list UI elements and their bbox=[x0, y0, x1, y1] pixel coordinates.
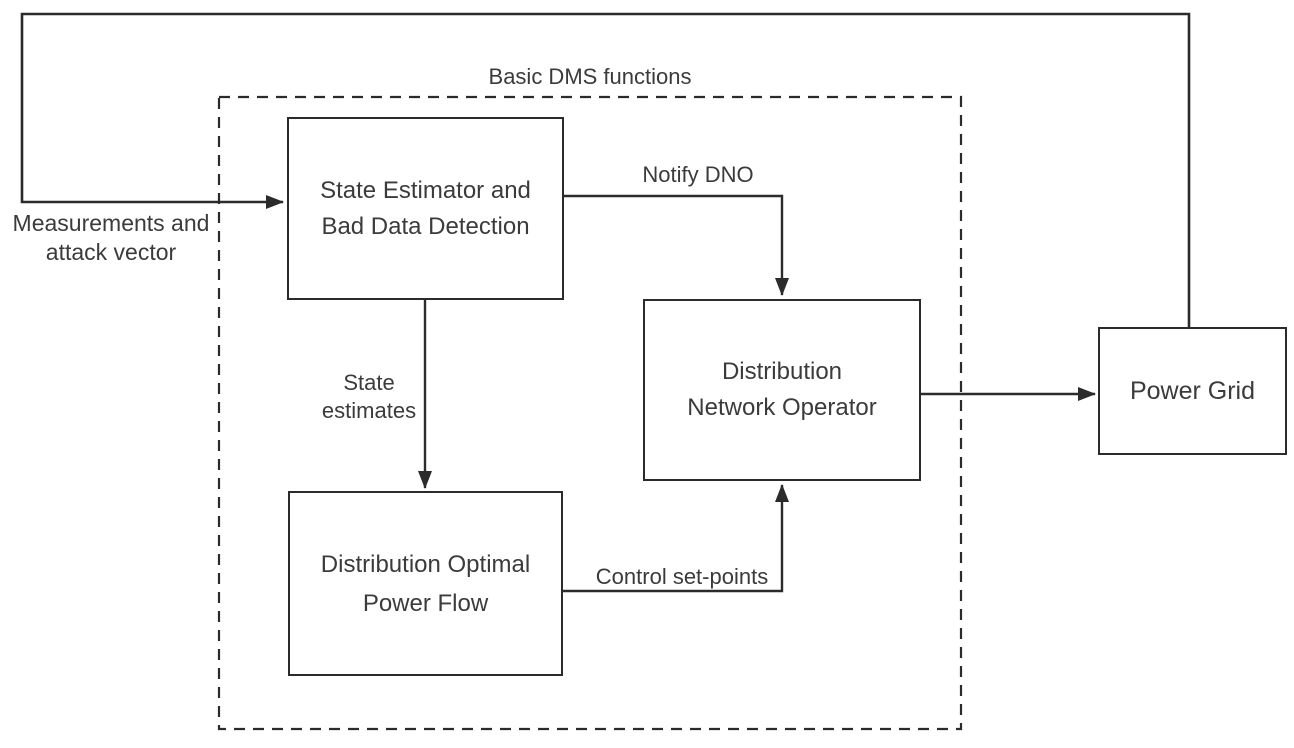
edge-label-measurements: Measurements and attack vector bbox=[0, 209, 222, 267]
edge-label-notify-dno: Notify DNO bbox=[642, 162, 754, 187]
node-dopf-label-line2: Power Flow bbox=[362, 589, 489, 617]
edge-label-state-estimates-line2: estimates bbox=[321, 398, 417, 423]
edge-label-measurements-line2: attack vector bbox=[45, 239, 177, 265]
edge-label-state-estimates-line1: State bbox=[343, 370, 395, 395]
edge-label-measurements-line1: Measurements and bbox=[12, 210, 210, 236]
node-dno-label-line2: Network Operator bbox=[687, 394, 877, 421]
edge-label-state-estimates: State estimates bbox=[294, 369, 444, 425]
node-power-grid: Power Grid bbox=[1098, 327, 1287, 455]
node-distribution-optimal-power-flow: Distribution Optimal Power Flow bbox=[288, 491, 563, 676]
edge-control-set-points bbox=[563, 484, 789, 593]
edge-label-control-set-points: Control set-points bbox=[595, 564, 769, 589]
node-dopf-label-line1: Distribution Optimal bbox=[320, 550, 531, 578]
node-state-estimator: State Estimator and Bad Data Detection bbox=[287, 117, 564, 300]
node-power-grid-label: Power Grid bbox=[1129, 377, 1256, 405]
dms-boundary-title: Basic DMS functions bbox=[488, 64, 692, 89]
node-dno-label-line1: Distribution bbox=[721, 358, 843, 385]
node-state-estimator-label-line2: Bad Data Detection bbox=[321, 212, 530, 240]
node-state-estimator-label-line1: State Estimator and bbox=[320, 176, 531, 204]
dms-boundary-box bbox=[217, 95, 963, 731]
node-distribution-network-operator: Distribution Network Operator bbox=[643, 299, 921, 481]
edge-feedback-measurements bbox=[20, 12, 1191, 327]
edge-notify-dno bbox=[564, 194, 789, 296]
